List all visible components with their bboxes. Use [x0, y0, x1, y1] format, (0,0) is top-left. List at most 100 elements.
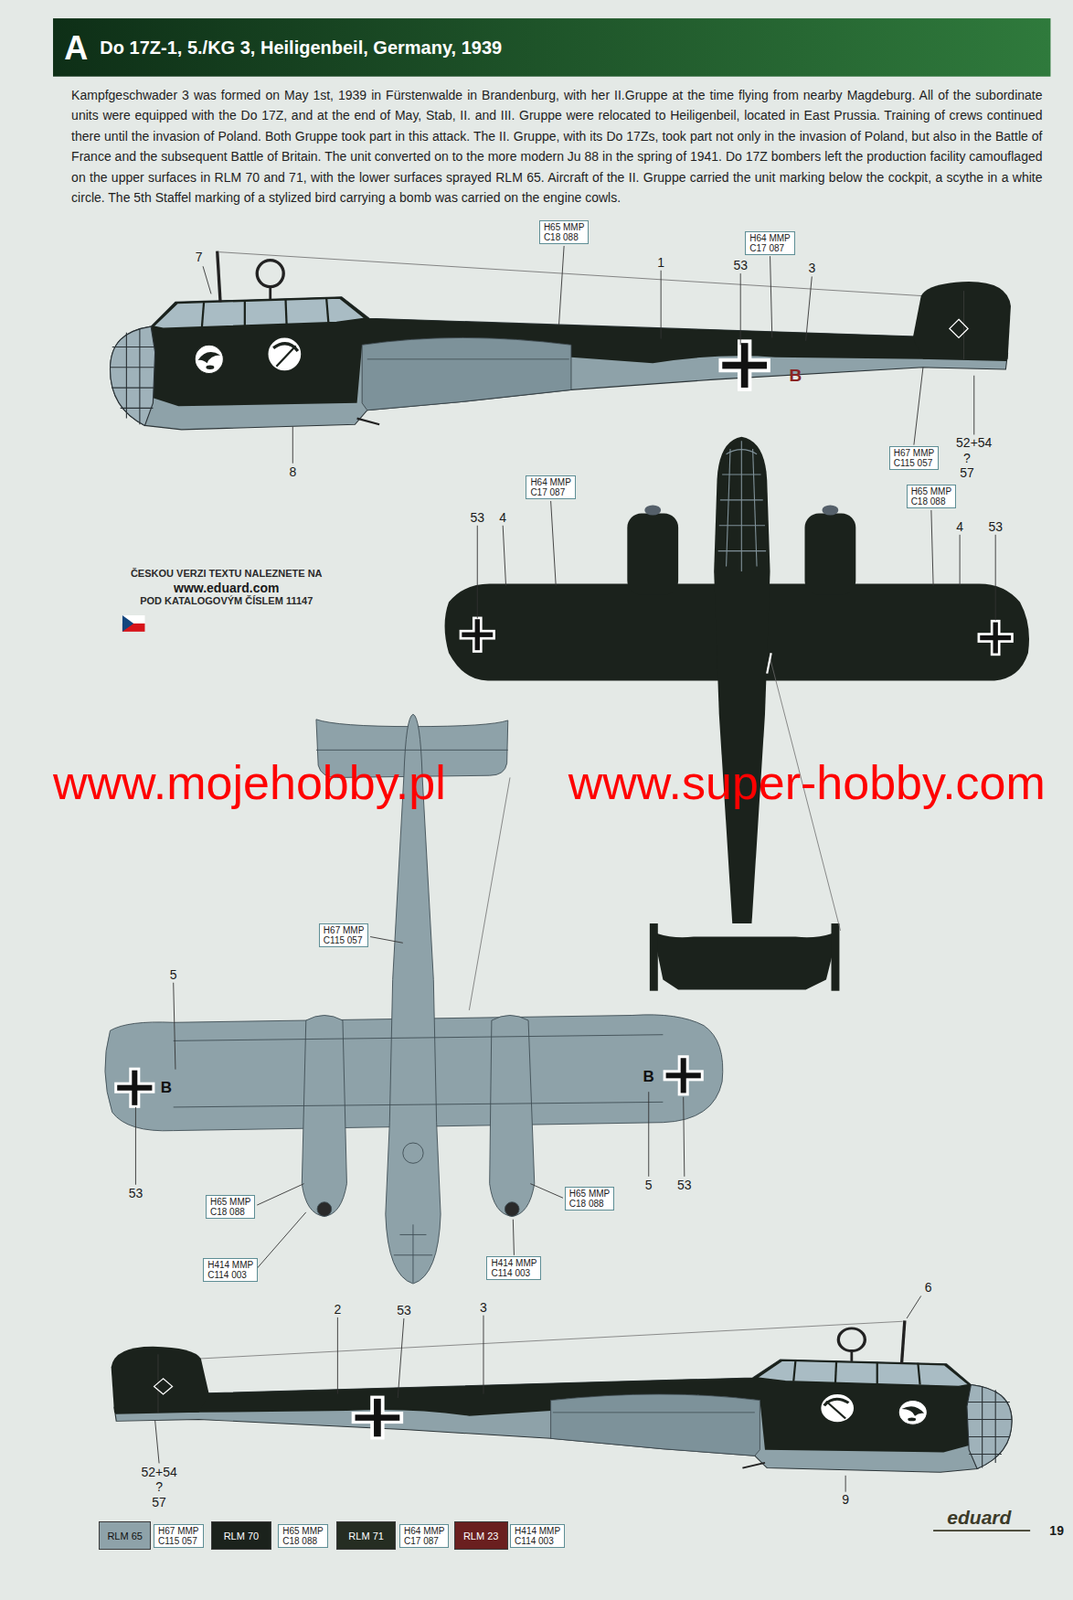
color-code-box: H67 MMPC115 057	[889, 446, 939, 470]
note-text: POD KATALOGOVÝM ČÍSLEM 11147	[139, 594, 313, 607]
top-view	[445, 436, 1030, 991]
paint-code: H65 MMP	[543, 222, 585, 233]
paint-code: H64 MMP	[749, 233, 790, 244]
callout-number: 53	[396, 1302, 412, 1318]
color-code-box: H65 MMPC18 088	[564, 1186, 615, 1211]
paint-code: C114 003	[514, 1535, 561, 1546]
paint-code: C114 003	[490, 1267, 537, 1278]
color-code-box: H65 MMPC18 088	[539, 220, 589, 245]
leader-line	[256, 1211, 307, 1268]
paint-code: H65 MMP	[911, 486, 952, 497]
paint-code: H64 MMP	[403, 1525, 445, 1536]
paint-code: C18 088	[911, 496, 952, 507]
leader-line	[683, 1096, 685, 1177]
callout-number: 57	[151, 1494, 167, 1509]
title-text: Do 17Z-1, 5./KG 3, Heiligenbeil, Germany…	[99, 37, 502, 59]
callout-number: 5	[645, 1177, 653, 1192]
leader-line	[477, 525, 479, 619]
callout-number: 1	[657, 254, 665, 270]
leader-line	[530, 1183, 564, 1199]
logo-rule	[933, 1529, 1031, 1531]
color-code-box: H65 MMPC18 088	[906, 484, 957, 509]
callout-number: 57	[959, 465, 975, 480]
leader-line	[559, 245, 565, 325]
paint-code: H67 MMP	[893, 447, 935, 458]
leader-line	[806, 276, 813, 340]
callout-number: 53	[988, 519, 1003, 534]
color-code-box: H414 MMPC114 003	[202, 1257, 258, 1282]
paint-code: C17 087	[530, 487, 571, 498]
section-letter: A	[63, 29, 88, 67]
leader-line	[337, 1317, 339, 1394]
leader-line	[482, 1315, 484, 1394]
czech-flag	[122, 615, 146, 632]
callout-number: 3	[807, 260, 816, 276]
brand-logo: eduard	[946, 1506, 1011, 1529]
leader-line	[931, 509, 934, 586]
paint-code: H414 MMP	[207, 1259, 254, 1270]
color-code-box: H65 MMPC18 088	[205, 1194, 255, 1219]
color-code-box: H64 MMPC17 087	[399, 1523, 449, 1548]
paint-code: H65 MMP	[282, 1525, 323, 1536]
color-code-box: H414 MMPC114 003	[486, 1255, 542, 1280]
leader-line	[202, 265, 212, 294]
description-text: Kampfgeschwader 3 was formed on May 1st,…	[71, 84, 1042, 209]
callout-number: 3	[479, 1299, 488, 1315]
callout-number: 4	[499, 509, 507, 525]
paint-code: C17 087	[749, 243, 790, 254]
leader-line	[995, 534, 997, 621]
leader-line	[648, 1091, 649, 1177]
paint-code: C18 088	[282, 1535, 323, 1546]
leader-line	[512, 1219, 514, 1255]
balkenkreuz	[114, 1067, 155, 1108]
leader-line	[502, 525, 506, 586]
callout-number: 53	[677, 1177, 692, 1192]
side-view-left	[110, 251, 1011, 430]
side-view-right	[111, 1319, 1012, 1472]
website-text: www.eduard.com	[173, 580, 279, 595]
paint-code: C115 057	[893, 457, 935, 468]
paint-code: C17 087	[403, 1535, 445, 1546]
leader-line	[740, 273, 742, 345]
callout-number: 9	[841, 1491, 850, 1507]
leader-lines	[135, 245, 996, 1492]
paint-code: C114 003	[207, 1269, 254, 1280]
color-code-box: H64 MMPC17 087	[525, 475, 575, 500]
paint-code: H414 MMP	[514, 1525, 561, 1536]
callout-number: 6	[924, 1279, 933, 1295]
leader-line	[292, 426, 294, 464]
color-code-box: H64 MMPC17 087	[744, 231, 795, 255]
callout-number: 8	[288, 464, 297, 479]
note-text: ČESKOU VERZI TEXTU NALEZNETE NA	[130, 567, 323, 580]
paint-code: H65 MMP	[569, 1188, 610, 1199]
leader-line	[397, 1317, 404, 1398]
callout-number: 7	[195, 249, 203, 265]
callout-number: ?	[155, 1478, 163, 1494]
leader-line	[135, 1106, 137, 1185]
leader-line	[913, 367, 924, 446]
title-band	[53, 18, 1051, 77]
legend-swatch: RLM 23	[454, 1520, 509, 1550]
callout-number: 2	[333, 1301, 341, 1317]
leader-line	[770, 255, 773, 338]
callout-number: 53	[469, 509, 485, 525]
leader-line	[551, 500, 557, 586]
leader-line	[370, 936, 404, 944]
callout-number: 52+54	[956, 435, 992, 450]
callout-number: 53	[128, 1185, 144, 1201]
legend-swatch: RLM 70	[211, 1520, 272, 1550]
legend-swatch: RLM 71	[336, 1520, 396, 1550]
callout-number: 53	[733, 257, 748, 273]
code-letter: B	[789, 365, 803, 386]
paint-code: C18 088	[569, 1198, 610, 1209]
balkenkreuz	[663, 1054, 704, 1095]
paint-code: C18 088	[543, 232, 585, 243]
paint-code: H64 MMP	[530, 477, 571, 488]
watermark: www.super-hobby.com	[568, 755, 1046, 811]
color-code-box: H67 MMPC115 057	[153, 1523, 203, 1548]
code-letter: B	[643, 1067, 655, 1086]
leader-line	[173, 982, 176, 1070]
paint-code: H67 MMP	[323, 924, 364, 935]
leader-line	[845, 1475, 847, 1492]
